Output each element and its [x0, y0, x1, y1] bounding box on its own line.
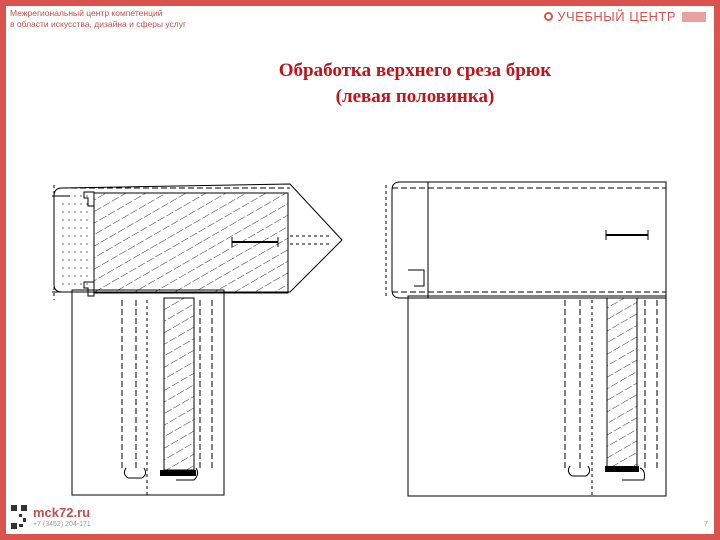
qr-code-icon — [10, 504, 28, 530]
page-number: 7 — [704, 521, 708, 528]
title-line-1: Обработка верхнего среза брюк — [278, 60, 552, 81]
left-trouser-panel — [71, 289, 225, 496]
right-waistband-outline — [391, 181, 667, 299]
org-line-2: в области искусства, дизайна и сферы усл… — [10, 19, 187, 29]
left-hook-loop — [123, 467, 147, 479]
left-fly-hatched-strip — [163, 297, 195, 471]
footer: mck72.ru +7 (3452) 204-171 — [10, 504, 91, 530]
training-center-logo: УЧЕБНЫЙ ЦЕНТР — [544, 9, 706, 24]
logo-text: УЧЕБНЫЙ ЦЕНТР — [557, 9, 676, 24]
logo-circle-icon — [544, 12, 554, 21]
slide-title: Обработка верхнего среза брюк (левая пол… — [200, 58, 630, 110]
organization-name: Межрегиональный центр компетенций в обла… — [10, 8, 186, 30]
right-hook-loop — [567, 465, 591, 477]
org-line-1: Межрегиональный центр компетенций — [10, 8, 163, 18]
logo-badge-icon — [682, 11, 706, 22]
title-line-2: (левая половинка) — [335, 86, 495, 107]
right-trouser-panel — [407, 295, 667, 497]
left-diagram — [52, 183, 343, 496]
right-diagram — [385, 181, 667, 497]
phone-number: +7 (3452) 204-171 — [33, 520, 91, 528]
website-link[interactable]: mck72.ru — [33, 504, 91, 520]
right-fly-hatched-strip — [606, 297, 638, 469]
